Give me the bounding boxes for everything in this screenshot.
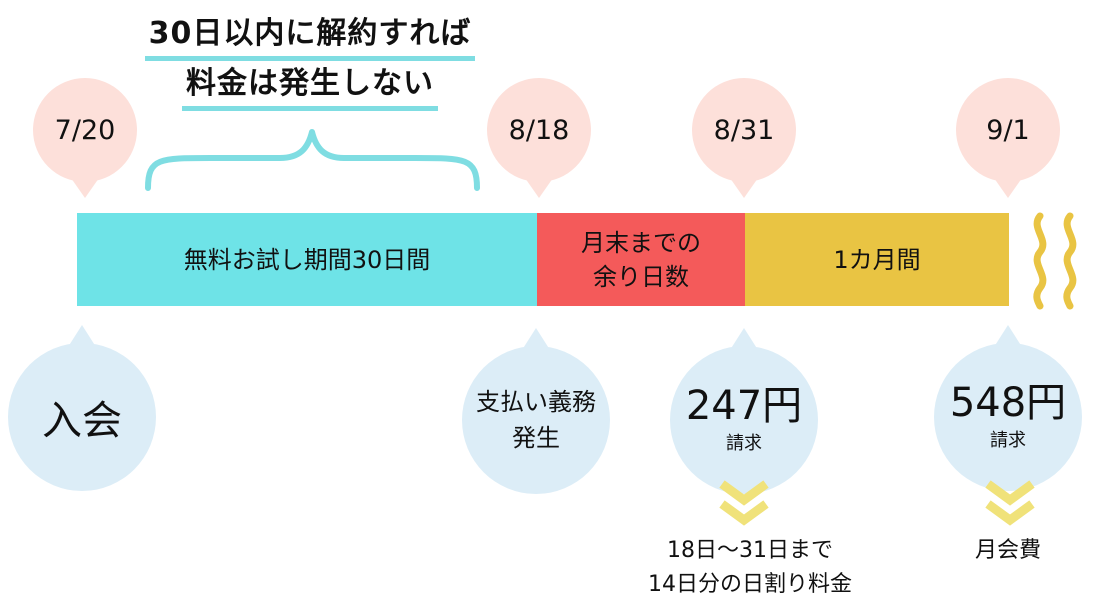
segment-remainder-label: 月末までの 余り日数 bbox=[581, 228, 701, 291]
prorate-note: 18日〜31日まで 14日分の日割り料金 bbox=[620, 534, 880, 602]
chevron-down-icon bbox=[719, 480, 769, 526]
headline-text-2: 料金は発生しない bbox=[182, 64, 438, 111]
curly-brace bbox=[145, 129, 480, 191]
date-label-obligation: 8/18 bbox=[508, 114, 570, 146]
prorate-note-line-1: 18日〜31日まで bbox=[667, 538, 833, 563]
bubble-first-amount: 247円 bbox=[685, 383, 803, 429]
bubble-second-bill: 548円 請求 bbox=[934, 343, 1082, 491]
segment-month-label: 1カ月間 bbox=[833, 245, 921, 274]
bubble-first-label: 請求 bbox=[726, 433, 762, 454]
bubble-obligation-label: 支払い義務 発生 bbox=[476, 388, 596, 452]
date-bubble-obligation: 8/18 bbox=[487, 78, 591, 182]
date-bubble-start: 7/20 bbox=[33, 78, 137, 182]
monthly-fee-label: 月会費 bbox=[974, 538, 1041, 563]
prorate-note-line-2: 14日分の日割り料金 bbox=[648, 572, 852, 597]
monthly-fee-note: 月会費 bbox=[950, 534, 1066, 568]
bubble-join: 入会 bbox=[8, 343, 156, 491]
bubble-second-amount: 548円 bbox=[949, 380, 1067, 426]
bubble-join-label: 入会 bbox=[42, 398, 122, 444]
headline-line-2: 料金は発生しない bbox=[125, 64, 495, 111]
bubble-obligation: 支払い義務 発生 bbox=[462, 346, 610, 494]
date-label-start: 7/20 bbox=[54, 114, 116, 146]
date-label-next-month: 9/1 bbox=[986, 114, 1030, 146]
date-bubble-next-month: 9/1 bbox=[956, 78, 1060, 182]
segment-trial-label: 無料お試し期間30日間 bbox=[183, 245, 431, 274]
segment-remainder: 月末までの 余り日数 bbox=[537, 213, 745, 306]
continuation-squiggle-icon bbox=[1033, 212, 1077, 310]
date-bubble-month-end: 8/31 bbox=[692, 78, 796, 182]
segment-trial: 無料お試し期間30日間 bbox=[77, 213, 537, 306]
bubble-first-bill: 247円 請求 bbox=[670, 346, 818, 494]
bubble-second-label: 請求 bbox=[990, 430, 1026, 451]
headline-text-1: 30日以内に解約すれば bbox=[144, 14, 476, 61]
segment-month: 1カ月間 bbox=[745, 213, 1009, 306]
date-label-month-end: 8/31 bbox=[713, 114, 775, 146]
chevron-down-icon bbox=[985, 480, 1035, 526]
headline-line-1: 30日以内に解約すれば bbox=[125, 14, 495, 61]
